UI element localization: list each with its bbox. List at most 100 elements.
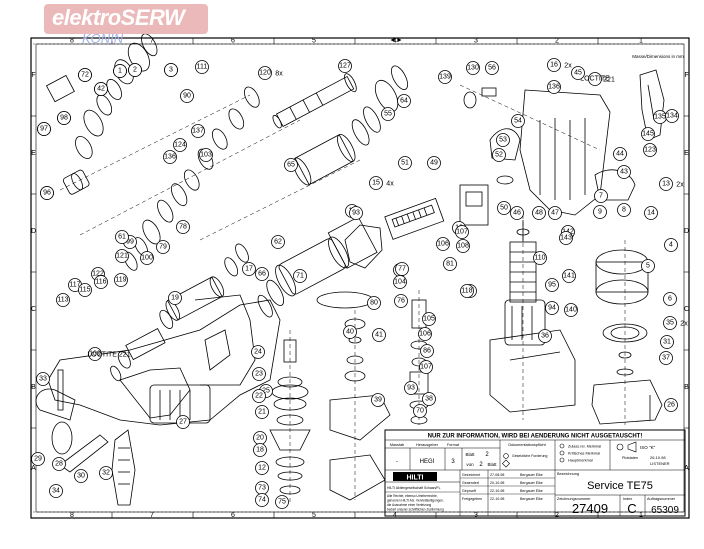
- callout-bubble: 4: [664, 238, 678, 252]
- svg-text:77: 77: [398, 266, 406, 273]
- callout-bubble: 111: [195, 60, 209, 74]
- svg-text:124: 124: [174, 142, 186, 149]
- svg-text:73: 73: [258, 485, 266, 492]
- svg-text:90: 90: [183, 93, 191, 100]
- callout-bubble: 97: [37, 122, 51, 136]
- callout-bubble: 103: [199, 148, 213, 162]
- callout-bubble: 42: [94, 82, 108, 96]
- callout-bubble: 23: [252, 367, 266, 381]
- drawing-no-label: Zeichnungsnummer: [557, 497, 591, 501]
- border-number: 2: [555, 38, 559, 45]
- svg-text:39: 39: [374, 397, 382, 404]
- callout-bubble: 29: [31, 452, 45, 466]
- callout-bubble: 79: [156, 240, 170, 254]
- svg-text:47: 47: [551, 210, 559, 217]
- callout-bubble: 1: [113, 64, 127, 78]
- callout-bubble: 64: [397, 94, 411, 108]
- svg-text:44: 44: [616, 151, 624, 158]
- drawing-number: 27409: [572, 501, 608, 516]
- svg-text:8x: 8x: [275, 71, 283, 78]
- svg-text:33: 33: [39, 376, 47, 383]
- border-letter: D: [684, 228, 689, 235]
- svg-text:45: 45: [574, 70, 582, 77]
- svg-text:19: 19: [171, 295, 179, 302]
- callout-bubble: 49: [427, 156, 441, 170]
- issuer-header: Herausgeber: [416, 443, 439, 447]
- approval-role: Gezeichnet: [462, 473, 480, 477]
- svg-text:116: 116: [95, 279, 106, 286]
- callout-bubble: 66: [255, 267, 269, 281]
- svg-text:43: 43: [620, 169, 628, 176]
- svg-text:16: 16: [550, 62, 558, 69]
- index-label: Index: [623, 497, 632, 501]
- svg-text:94: 94: [548, 305, 556, 312]
- svg-text:LOCTITE 221: LOCTITE 221: [87, 352, 130, 359]
- svg-text:50: 50: [500, 205, 508, 212]
- callout-bubble: 137: [191, 124, 205, 138]
- dimension-note: Masse/Dimensions in mm: [632, 54, 684, 59]
- svg-text:104: 104: [394, 279, 406, 286]
- designation-label: Bezeichnung: [557, 472, 579, 476]
- svg-text:145: 145: [642, 131, 654, 138]
- svg-text:98: 98: [60, 115, 68, 122]
- svg-text:22: 22: [255, 393, 263, 400]
- border-letter: F: [31, 72, 35, 79]
- border-number: 5: [312, 512, 316, 519]
- svg-text:13: 13: [662, 181, 670, 188]
- legend-item-1: Gesetzliche Forderung: [512, 454, 547, 458]
- callout-bubble: 50: [497, 201, 511, 215]
- callout-bubble: 53: [496, 133, 510, 147]
- callout-bubble: 51: [398, 156, 412, 170]
- svg-text:64: 64: [400, 98, 408, 105]
- svg-text:121: 121: [116, 253, 128, 260]
- legend-item-3: Kritisches Merkmal: [568, 452, 600, 456]
- plot-by: LISTENER: [650, 461, 670, 466]
- drawing-inner-frame: [35, 43, 685, 513]
- callout-bubble: 37: [659, 351, 673, 365]
- svg-text:42: 42: [97, 86, 105, 93]
- svg-text:130: 130: [467, 65, 479, 72]
- callout-bubble: 22: [252, 389, 266, 403]
- svg-text:74: 74: [258, 497, 266, 504]
- approval-date: 27-08-98: [490, 473, 504, 477]
- svg-text:41: 41: [375, 332, 383, 339]
- callout-bubble: 44: [613, 147, 627, 161]
- svg-text:120: 120: [259, 70, 271, 77]
- callout-bubble: 31: [660, 335, 674, 349]
- callout-bubble: 46: [510, 206, 524, 220]
- legend-item-2: Zulass.rel. Merkmal: [568, 445, 601, 449]
- svg-text:LOCTITE: LOCTITE: [580, 76, 610, 83]
- svg-text:34: 34: [52, 488, 60, 495]
- callout-group: 133898485868788138901111208x127139130561…: [31, 58, 688, 509]
- callout-bubble: 47: [548, 206, 562, 220]
- alignment-guides: [59, 84, 626, 505]
- svg-text:135: 135: [654, 114, 666, 121]
- svg-text:21: 21: [258, 409, 266, 416]
- callout-bubble: 34: [49, 484, 63, 498]
- callout-bubble: 28: [52, 457, 66, 471]
- callout-bubble: 56: [485, 61, 499, 75]
- border-number: 1: [639, 38, 643, 45]
- svg-text:71: 71: [296, 273, 304, 280]
- svg-text:78: 78: [179, 224, 187, 231]
- callout-bubble: 5: [641, 259, 655, 273]
- svg-text:35: 35: [666, 320, 674, 327]
- callout-bubble: 145: [641, 127, 655, 141]
- svg-text:27: 27: [179, 419, 187, 426]
- tolerance-label: ISO "K": [640, 445, 656, 450]
- callout-bubble: 78: [176, 220, 190, 234]
- callout-bubble: 43: [617, 165, 631, 179]
- border-number: 8: [70, 38, 74, 45]
- border-letter: C: [684, 306, 689, 313]
- callout-bubble: 12: [255, 461, 269, 475]
- svg-text:118: 118: [461, 288, 472, 295]
- svg-text:28: 28: [55, 461, 63, 468]
- svg-text:5: 5: [646, 263, 650, 270]
- callout-bubble: 38: [422, 392, 436, 406]
- svg-text:119: 119: [115, 277, 126, 284]
- approval-role: Freigegeben: [462, 497, 482, 501]
- callout-bubble: 110: [533, 251, 547, 265]
